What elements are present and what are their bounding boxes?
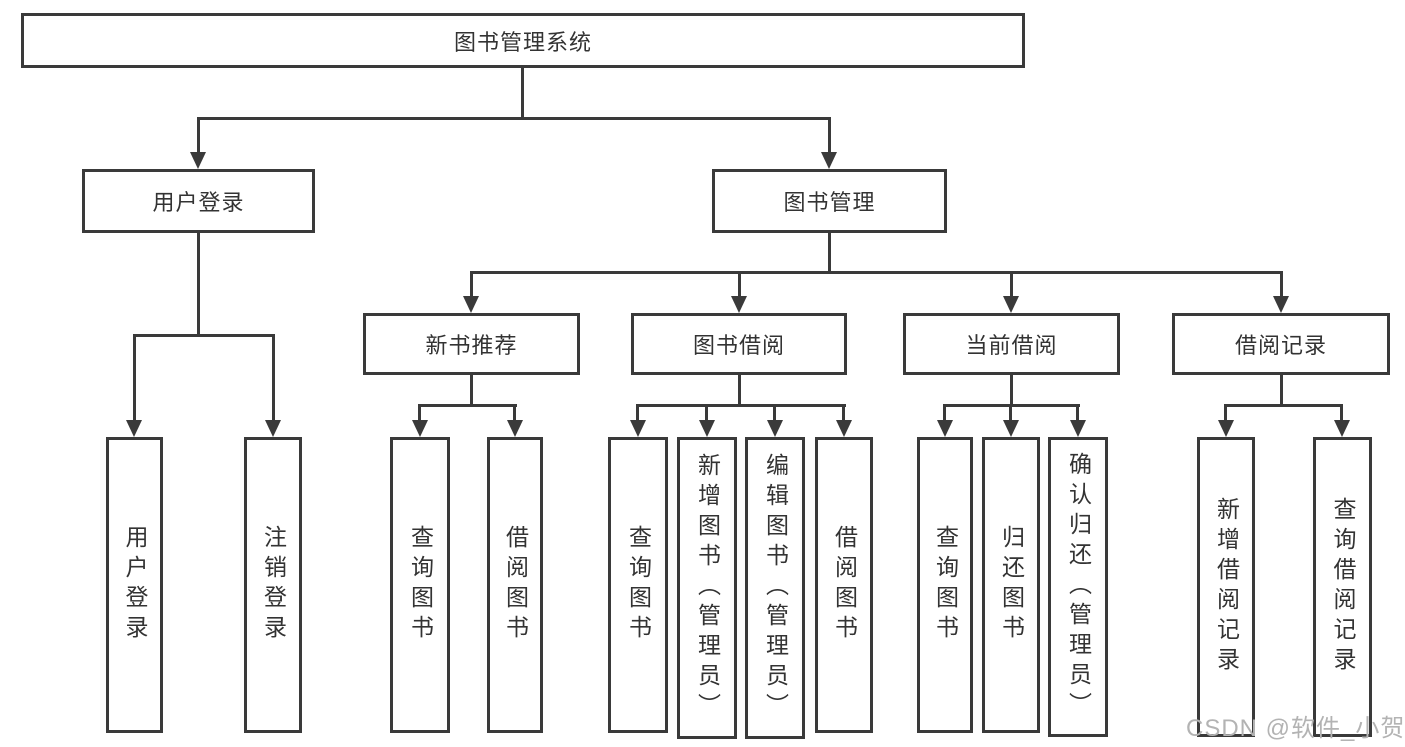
connector-line <box>738 375 741 406</box>
node-library-management-system: 图书管理系统 <box>21 13 1025 68</box>
leaf-label: 借阅图书 <box>502 525 529 645</box>
connector-line <box>197 117 831 120</box>
arrowhead-icon <box>1070 420 1086 437</box>
connector-line <box>419 404 517 407</box>
leaf-label: 新增借阅记录 <box>1213 497 1240 677</box>
connector-line <box>1076 404 1079 421</box>
connector-line <box>828 233 831 273</box>
node-label: 新书推荐 <box>425 333 518 358</box>
leaf-query-books-borrowing: 查询图书 <box>608 437 668 733</box>
arrowhead-icon <box>1218 420 1234 437</box>
arrowhead-icon <box>699 420 715 437</box>
connector-line <box>943 404 946 421</box>
leaf-query-books-recommend: 查询图书 <box>390 437 450 733</box>
arrowhead-icon <box>507 420 523 437</box>
arrowhead-icon <box>731 296 747 313</box>
arrowhead-icon <box>190 152 206 169</box>
connector-line <box>637 404 846 407</box>
connector-line <box>1340 404 1343 421</box>
leaf-label: 注销登录 <box>260 525 287 645</box>
node-label: 借阅记录 <box>1234 333 1327 358</box>
connector-line <box>828 117 831 153</box>
node-borrowing-records: 借阅记录 <box>1172 313 1390 375</box>
connector-line <box>133 334 275 337</box>
connector-line <box>738 271 741 297</box>
connector-line <box>1225 404 1343 407</box>
arrowhead-icon <box>767 420 783 437</box>
leaf-label: 查询图书 <box>407 525 434 645</box>
leaf-edit-books-admin: 编辑图书（管理员） <box>745 437 805 739</box>
leaf-label: 查询借阅记录 <box>1330 497 1356 677</box>
leaf-label: 查询图书 <box>625 525 652 645</box>
arrowhead-icon <box>126 420 142 437</box>
node-label: 图书管理 <box>783 190 876 215</box>
node-label: 用户登录 <box>152 190 245 215</box>
connector-line <box>470 271 473 297</box>
connector-line <box>197 117 200 153</box>
leaf-user-login: 用户登录 <box>106 437 163 733</box>
connector-line <box>1280 271 1283 297</box>
leaf-borrow-books-borrowing: 借阅图书 <box>815 437 873 733</box>
leaf-query-books-current: 查询图书 <box>917 437 973 733</box>
connector-line <box>636 404 639 421</box>
node-book-borrowing: 图书借阅 <box>631 313 847 375</box>
arrowhead-icon <box>1334 420 1350 437</box>
leaf-borrow-books-recommend: 借阅图书 <box>487 437 543 733</box>
connector-line <box>418 404 421 421</box>
leaf-label: 借阅图书 <box>831 525 858 645</box>
connector-line <box>705 404 708 421</box>
leaf-logout: 注销登录 <box>244 437 302 733</box>
connector-line <box>133 334 136 420</box>
leaf-label: 确认归还（管理员） <box>1065 452 1092 722</box>
node-label: 图书管理系统 <box>453 29 592 55</box>
leaf-return-books: 归还图书 <box>982 437 1040 733</box>
leaf-label: 用户登录 <box>122 525 148 645</box>
arrowhead-icon <box>836 420 852 437</box>
leaf-add-borrow-record: 新增借阅记录 <box>1197 437 1255 737</box>
connector-line <box>1224 404 1227 421</box>
leaf-label: 编辑图书（管理员） <box>762 453 789 723</box>
connector-line <box>470 271 1283 274</box>
node-label: 当前借阅 <box>965 333 1058 358</box>
connector-line <box>197 233 200 336</box>
leaf-confirm-return-admin: 确认归还（管理员） <box>1048 437 1108 737</box>
connector-line <box>773 404 776 421</box>
arrowhead-icon <box>630 420 646 437</box>
arrowhead-icon <box>463 296 479 313</box>
connector-line <box>521 68 524 119</box>
node-user-login: 用户登录 <box>82 169 315 233</box>
arrowhead-icon <box>937 420 953 437</box>
arrowhead-icon <box>412 420 428 437</box>
connector-line <box>842 404 845 421</box>
arrowhead-icon <box>1273 296 1289 313</box>
connector-line <box>1009 404 1012 421</box>
leaf-label: 新增图书（管理员） <box>694 453 721 723</box>
leaf-label: 归还图书 <box>998 525 1025 645</box>
connector-line <box>1010 271 1013 297</box>
leaf-add-books-admin: 新增图书（管理员） <box>677 437 737 739</box>
arrowhead-icon <box>265 420 281 437</box>
arrowhead-icon <box>1003 296 1019 313</box>
connector-line <box>1280 375 1283 406</box>
leaf-label: 查询图书 <box>932 525 959 645</box>
watermark: CSDN @软件_小贺同学 <box>1186 715 1405 742</box>
connector-line <box>944 404 1080 407</box>
leaf-query-borrow-record: 查询借阅记录 <box>1313 437 1372 737</box>
node-current-borrowing: 当前借阅 <box>903 313 1120 375</box>
connector-line <box>1010 375 1013 406</box>
node-label: 图书借阅 <box>692 333 785 358</box>
connector-line <box>470 375 473 406</box>
connector-line <box>272 334 275 420</box>
arrowhead-icon <box>821 152 837 169</box>
arrowhead-icon <box>1003 420 1019 437</box>
node-book-management: 图书管理 <box>712 169 947 233</box>
node-new-book-recommendation: 新书推荐 <box>363 313 580 375</box>
connector-line <box>513 404 516 421</box>
